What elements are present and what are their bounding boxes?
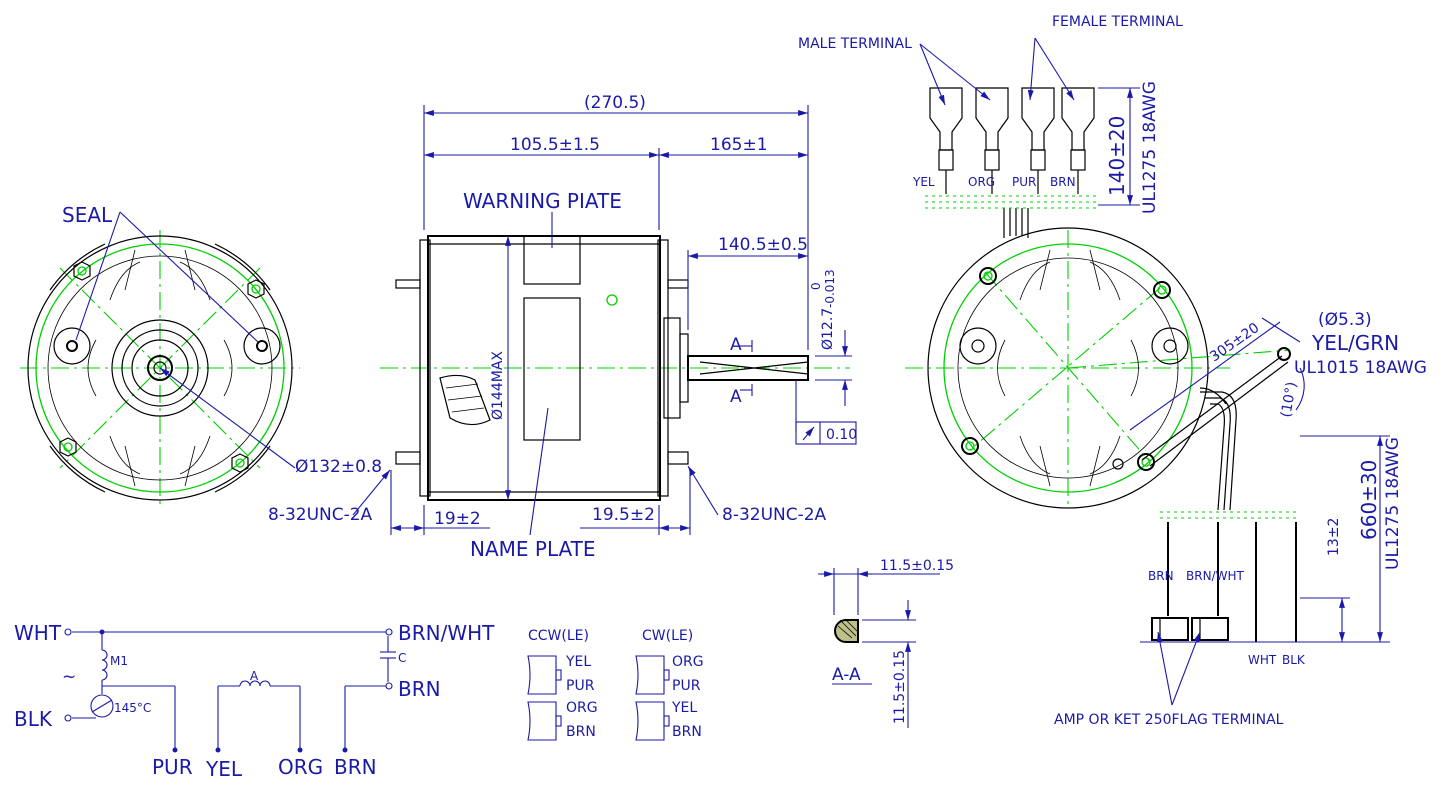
wire-brn-top: BRN	[1050, 175, 1076, 189]
warning-plate-label: WARNING PIATE	[463, 189, 622, 213]
ccw-2: PUR	[566, 678, 595, 694]
sch-brn: BRN	[398, 677, 441, 701]
ground-len-label: 305±20	[1207, 320, 1262, 365]
male-terminal-label: MALE TERMINAL	[798, 36, 912, 52]
runout-label: 0.10	[826, 427, 857, 443]
ground-color-label: YEL/GRN	[1311, 331, 1399, 355]
wire-wht-bottom: WHT	[1248, 653, 1277, 667]
sch-blk: BLK	[14, 707, 53, 731]
sch-bottom-brn: BRN	[334, 755, 377, 779]
wire-org-top: ORG	[968, 175, 995, 189]
flag-terminal-label: AMP OR KET 250FLAG TERMINAL	[1054, 712, 1284, 728]
ccw-1: YEL	[565, 654, 591, 670]
ground-dia-label: (Ø5.3)	[1318, 310, 1372, 330]
section-a-a: 11.5±0.15 11.5±0.15 A-A	[818, 558, 954, 728]
shaft-length-label: 165±1	[710, 135, 768, 155]
ccw-4: BRN	[566, 724, 596, 740]
cw-3: YEL	[671, 700, 697, 716]
seal-label: SEAL	[62, 203, 113, 227]
lead-bottom-len-label: 660±30	[1357, 460, 1381, 540]
wire-brn-wht-bottom: BRN/WHT	[1186, 569, 1244, 583]
wiring-schematic: WHT BLK ~ M1 145°C BRN/WHT C BRN A PUR Y…	[14, 621, 495, 781]
lead-top-len-label: 140±20	[1105, 116, 1129, 196]
sch-cap: C	[398, 651, 406, 665]
shaft-dia-label: Ø12.7	[820, 308, 836, 350]
shaft-tol-lower: -0.013	[823, 269, 837, 308]
thread-right-label: 8-32UNC-2A	[722, 505, 827, 525]
wire-brn-bottom: BRN	[1148, 569, 1174, 583]
ground-wire-label: UL1015 18AWG	[1294, 358, 1427, 378]
sch-coil-a: A	[250, 669, 259, 683]
dim-19-5-label: 19.5±2	[592, 505, 655, 525]
cw-1: ORG	[672, 654, 704, 670]
dim-13-label: 13±2	[1326, 518, 1342, 556]
ccw-title: CCW(LE)	[528, 628, 589, 644]
cw-title: CW(LE)	[642, 628, 693, 644]
cw-2: PUR	[672, 678, 701, 694]
right-end-view: MALE TERMINAL FEMALE TERMINAL 140±20 UL1…	[798, 14, 1427, 728]
sch-brn-wht: BRN/WHT	[398, 621, 495, 645]
sec-label: A-A	[832, 665, 861, 685]
side-view: (270.5) 105.5±1.5 165±1 140.5±0.5 WARNIN…	[380, 93, 857, 561]
wire-yel-top: YEL	[912, 175, 935, 189]
name-plate-label: NAME PLATE	[470, 537, 596, 561]
wire-pur-top: PUR	[1012, 175, 1036, 189]
wire-blk-bottom: BLK	[1282, 653, 1306, 667]
sec-width-label: 11.5±0.15	[880, 558, 954, 574]
dia-132-label: Ø132±0.8	[295, 457, 382, 477]
ground-angle-label: (10°)	[1278, 381, 1300, 419]
lead-top-wire-label: UL1275 18AWG	[1140, 81, 1160, 214]
left-end-view: SEAL Ø132±0.8 8-32UNC-2A	[20, 203, 391, 525]
section-a-bottom: A	[730, 387, 742, 407]
sec-height-label: 11.5±0.15	[892, 650, 908, 724]
cw-4: BRN	[672, 724, 702, 740]
shaft-tol-upper: 0	[809, 282, 823, 290]
sch-wht: WHT	[14, 621, 62, 645]
shaft-ext-label: 140.5±0.5	[718, 235, 808, 255]
sch-bottom-pur: PUR	[152, 755, 193, 779]
body-length-label: 105.5±1.5	[510, 135, 600, 155]
rotation-table: CCW(LE) YEL PUR ORG BRN CW(LE) ORG PUR Y…	[527, 628, 704, 741]
sch-thermal: 145°C	[114, 701, 151, 715]
overall-length-label: (270.5)	[584, 93, 646, 113]
section-a-top: A	[730, 335, 742, 355]
lead-bottom-wire-label: UL1275 18AWG	[1383, 437, 1403, 570]
sch-m1: M1	[110, 654, 128, 668]
dia-144-label: Ø144MAX	[490, 351, 506, 420]
dim-19-label: 19±2	[434, 509, 481, 529]
female-terminal-label: FEMALE TERMINAL	[1052, 14, 1183, 30]
ccw-3: ORG	[566, 700, 598, 716]
sch-ac: ~	[62, 667, 76, 687]
sch-bottom-yel: YEL	[205, 757, 243, 781]
thread-left-label: 8-32UNC-2A	[268, 505, 373, 525]
sch-bottom-org: ORG	[278, 755, 323, 779]
